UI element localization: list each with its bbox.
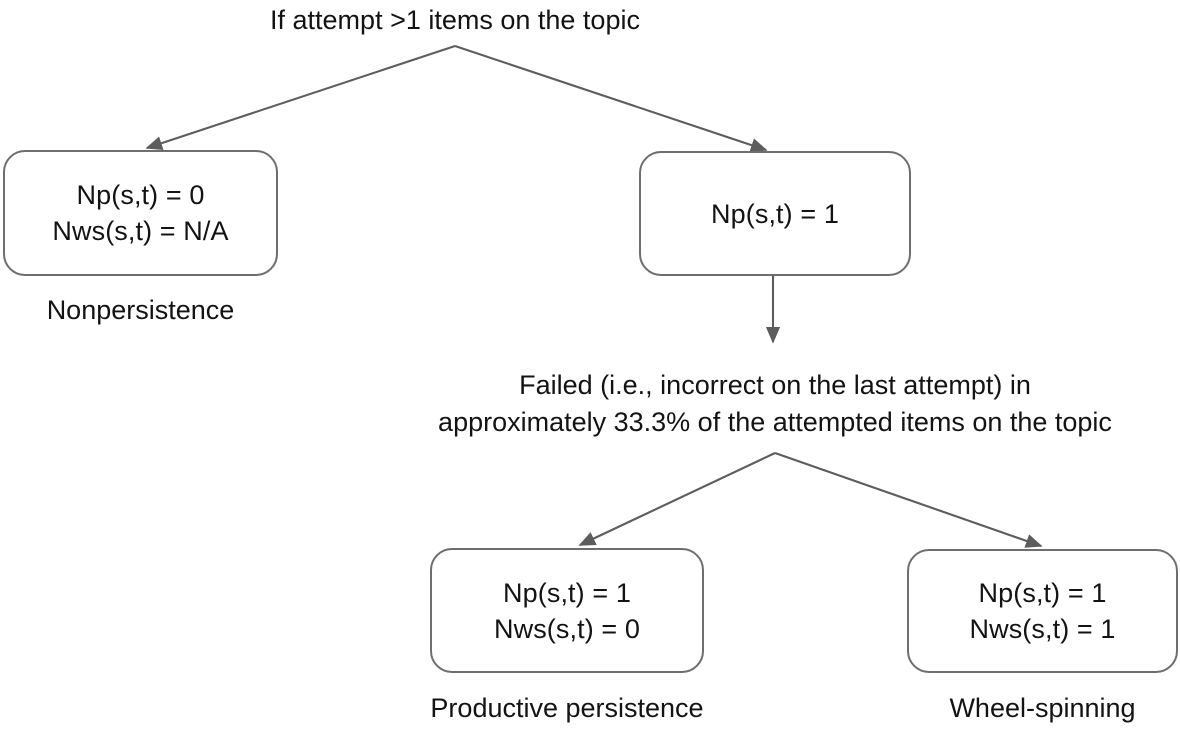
edge-root-to-nonpersistence: [145, 45, 456, 151]
condition-failed-line1: Failed (i.e., incorrect on the last atte…: [519, 370, 1031, 400]
node-wheel-spinning[interactable]: Np(s,t) = 1 Nws(s,t) = 1: [907, 549, 1178, 673]
caption-wheel-spinning: Wheel-spinning: [949, 693, 1136, 723]
node-productive-line2: Nws(s,t) = 0: [494, 613, 640, 644]
node-productive-line1: Np(s,t) = 1: [503, 577, 631, 608]
edge-root-to-persistence: [454, 45, 768, 152]
caption-nonpersistence: Nonpersistence: [46, 295, 235, 325]
caption-productive-persistence: Productive persistence: [430, 693, 704, 723]
node-wheelspinning-line1: Np(s,t) = 1: [978, 578, 1107, 608]
node-persistence-line1: Np(s,t) = 1: [711, 198, 839, 229]
root-condition-text: If attempt >1 items on the topic: [270, 5, 640, 35]
node-nonpersistence[interactable]: Np(s,t) = 0 Nws(s,t) = N/A: [3, 150, 278, 276]
node-productive-persistence[interactable]: Np(s,t) = 1 Nws(s,t) = 0: [430, 548, 704, 673]
node-nonpersistence-line2: Nws(s,t) = N/A: [52, 216, 229, 246]
edge-condition-to-wheelspinning: [774, 452, 1043, 548]
node-persistence[interactable]: Np(s,t) = 1: [639, 151, 911, 276]
edge-condition-to-productive: [578, 452, 776, 546]
condition-failed-text: Failed (i.e., incorrect on the last atte…: [340, 367, 1180, 441]
node-wheelspinning-line2: Nws(s,t) = 1: [969, 614, 1116, 644]
condition-failed-line2: approximately 33.3% of the attempted ite…: [438, 407, 1112, 437]
node-nonpersistence-line1: Np(s,t) = 0: [76, 180, 205, 210]
